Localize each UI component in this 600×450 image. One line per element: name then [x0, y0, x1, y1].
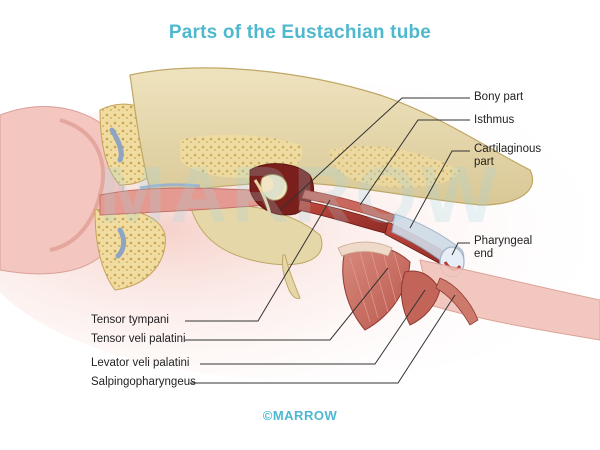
label-tensor-veli-palatini: Tensor veli palatini — [91, 333, 186, 345]
footer-logo: ©MARROW — [262, 408, 338, 423]
leader-levator-veli-palatini — [200, 289, 426, 365]
salpingopharyngeus-muscle — [435, 277, 479, 326]
label-levator-veli-palatini: Levator veli palatini — [91, 357, 190, 369]
label-pharyngeal-end-line1: Pharyngeal — [474, 235, 533, 247]
leader-bony-part — [279, 97, 470, 211]
leader-isthmus — [359, 119, 470, 206]
petrous-air-cells — [330, 146, 460, 188]
lower-temporal-bone — [189, 203, 323, 266]
vessel-upper — [109, 127, 124, 163]
leader-pharyngeal-end — [451, 242, 470, 256]
vessel-canal — [139, 183, 201, 190]
leader-tensor-tympani — [185, 199, 331, 322]
watermark: MARROW — [99, 150, 501, 239]
styloid-process — [281, 254, 301, 299]
label-pharyngeal-end-line2: end — [474, 248, 494, 260]
diagram-title: Parts of the Eustachian tube — [168, 22, 432, 43]
tensor-tympani-muscle — [301, 189, 396, 223]
label-salpingopharyngeus: Salpingopharyngeus — [91, 376, 196, 388]
leader-tensor-veli-palatini — [185, 267, 389, 341]
label-cartilaginous-part-line1: Cartilaginous — [474, 143, 542, 155]
tvp-tendon — [337, 241, 393, 257]
label-isthmus: Isthmus — [474, 114, 515, 126]
label-cartilaginous-part-line2: part — [474, 156, 494, 168]
label-tensor-tympani: Tensor tympani — [91, 314, 169, 326]
label-bony-part: Bony part — [474, 91, 524, 103]
leader-salpingopharyngeus — [190, 294, 456, 384]
leader-lines — [185, 97, 470, 384]
muscle-fibers — [349, 247, 405, 323]
vessel-lower — [115, 227, 127, 259]
leader-cartilaginous-part — [409, 150, 470, 229]
tympanic-membrane — [253, 179, 272, 216]
